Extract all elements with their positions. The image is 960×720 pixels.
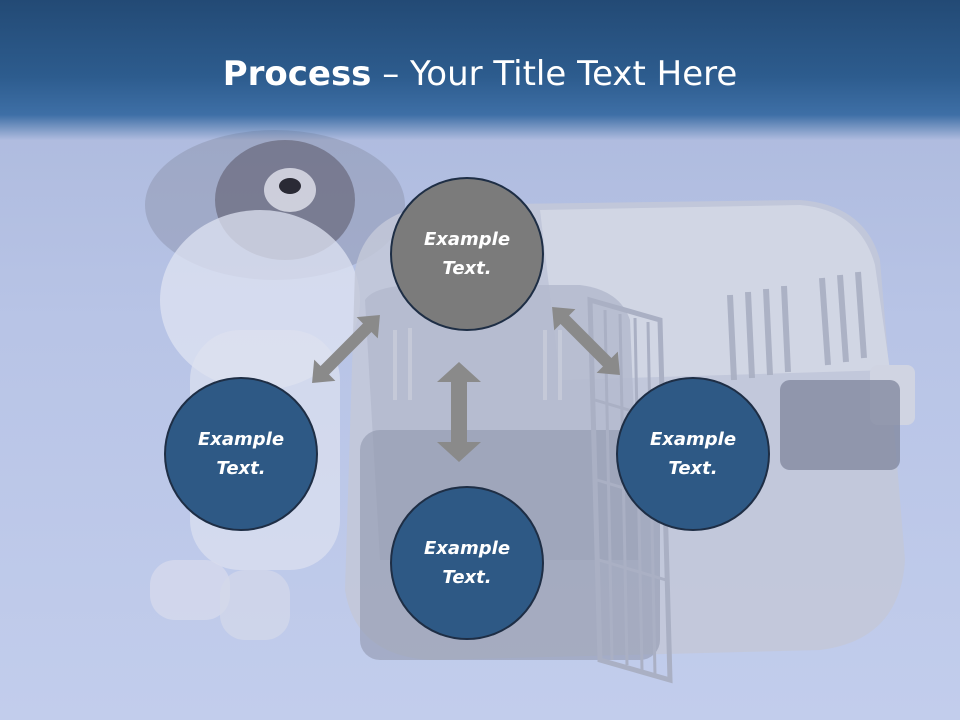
title-bold-part: Process bbox=[222, 54, 372, 94]
process-step-top-label: Example Text. bbox=[423, 229, 511, 279]
title-band bbox=[0, 0, 960, 140]
arrow-top-left bbox=[312, 315, 380, 383]
process-step-bottom-label: Example Text. bbox=[423, 538, 511, 588]
title-rest-part: – Your Title Text Here bbox=[371, 54, 738, 94]
process-step-right-label: Example Text. bbox=[649, 429, 737, 479]
process-step-left: Example Text. bbox=[164, 377, 318, 531]
arrow-top-right bbox=[552, 307, 620, 375]
process-step-left-label: Example Text. bbox=[197, 429, 285, 479]
arrow-vertical bbox=[437, 362, 481, 462]
process-step-bottom: Example Text. bbox=[390, 486, 544, 640]
process-step-top: Example Text. bbox=[390, 177, 544, 331]
process-step-right: Example Text. bbox=[616, 377, 770, 531]
slide-title: Process – Your Title Text Here bbox=[0, 52, 960, 96]
